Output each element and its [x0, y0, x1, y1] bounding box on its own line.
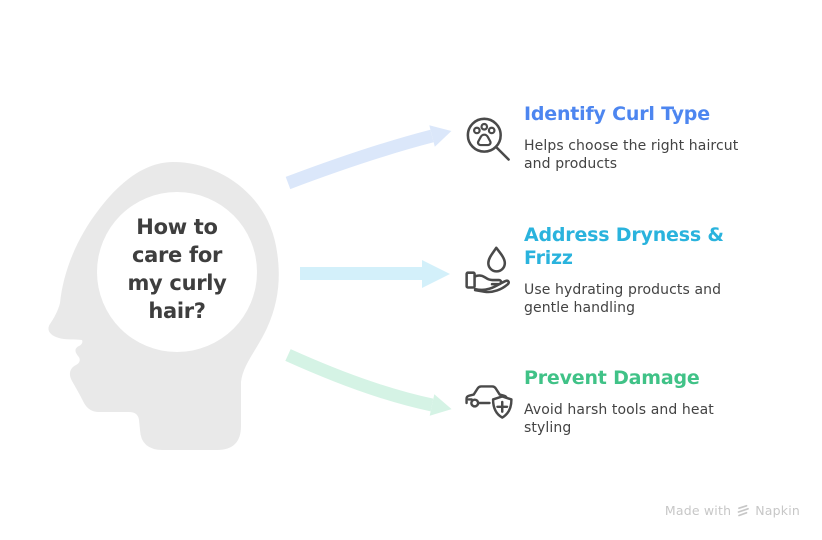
item-title: Prevent Damage [524, 367, 700, 389]
car-shield-plus-icon [465, 385, 513, 419]
question-line: hair? [148, 299, 206, 323]
arrowhead-icon [422, 260, 450, 288]
connector-arrows [285, 125, 452, 416]
item-description: Helps choose the right haircut and produ… [524, 138, 739, 172]
item-description: Avoid harsh tools and heat styling [524, 402, 714, 436]
watermark-prefix: Made with [664, 503, 732, 518]
head-silhouette [48, 162, 279, 450]
central-question: How to care for my curly hair? [95, 213, 259, 325]
arrow-bottom [285, 349, 452, 416]
car-body [465, 385, 508, 405]
item-title: Identify Curl Type [524, 103, 710, 125]
thought-circle [97, 192, 257, 352]
item-identify-curl-type: Identify Curl Type Helps choose the righ… [524, 103, 762, 173]
water-drop [487, 246, 507, 273]
watermark-brand: Napkin [755, 503, 800, 518]
hand [473, 274, 503, 286]
paw-magnifier-icon [466, 117, 510, 161]
made-with-napkin-watermark: Made with Napkin [665, 503, 800, 518]
hand-water-drop-icon [465, 246, 510, 294]
arrowhead-icon [429, 394, 452, 416]
arrowhead-icon [429, 125, 452, 147]
item-title: Address Dryness & Frizz [524, 224, 724, 269]
item-prevent-damage: Prevent Damage Avoid harsh tools and hea… [524, 367, 762, 437]
wheel [470, 398, 480, 408]
hand-palm [473, 279, 510, 294]
cuff [465, 271, 476, 289]
question-line: How to [136, 215, 218, 239]
item-description: Use hydrating products and gentle handli… [524, 282, 722, 316]
arrow-top [285, 125, 452, 190]
item-address-dryness-frizz: Address Dryness & Frizz Use hydrating pr… [524, 224, 764, 317]
arrow-middle [300, 260, 450, 288]
napkin-logo-icon [737, 504, 750, 516]
question-line: care for [131, 243, 223, 267]
question-line: my curly [127, 271, 227, 295]
